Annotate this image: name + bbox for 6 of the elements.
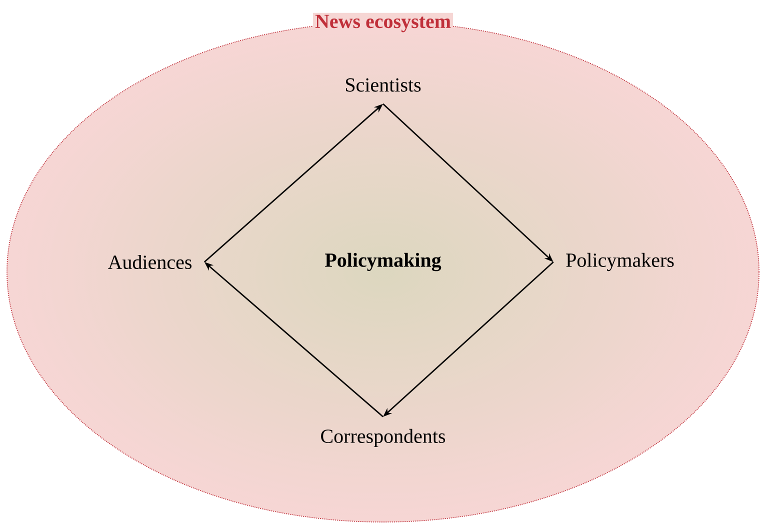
actor-label: Scientists [346, 78, 421, 92]
center-label: Policymaking [325, 252, 442, 272]
actor-label: Correspondents [321, 428, 446, 448]
actor-label: Policymakers [566, 252, 674, 272]
actor-label: Audiences [108, 254, 192, 270]
ellipse-title: News ecosystem [312, 12, 454, 34]
